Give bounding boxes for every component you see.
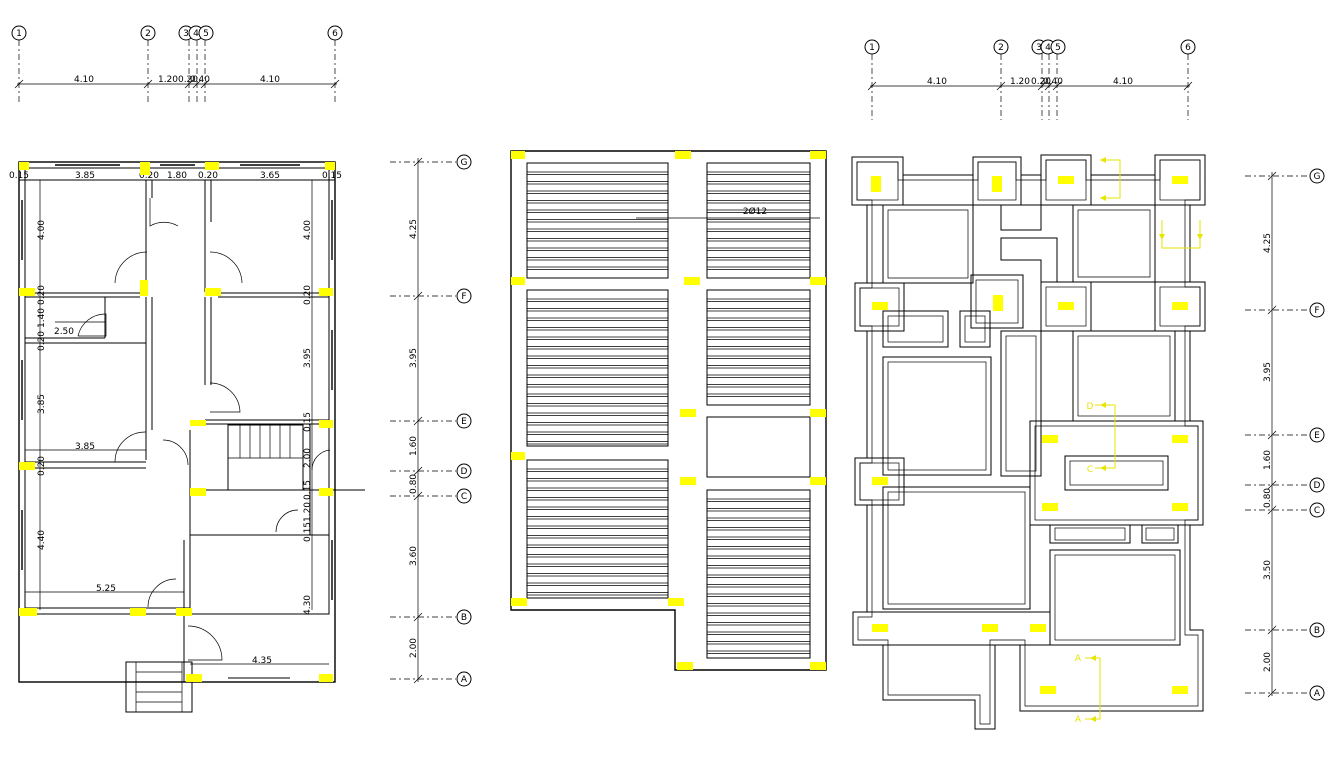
axis-left-g: G: [461, 158, 468, 168]
plan3-dim-d: 0.40: [1043, 77, 1063, 87]
plan1-dim-b: 1.20: [158, 75, 178, 85]
plan1-columns: [19, 162, 335, 682]
plan1-top-dimensions: 4.10 1.20 0.20 0.40 4.10: [14, 75, 340, 89]
plan1-doors: [77, 198, 331, 661]
axis-right-f: F: [1314, 306, 1319, 316]
plan1-right-dim-4: 2.00: [303, 448, 313, 468]
plan1-room-dim-1: 3.85: [75, 171, 95, 181]
ground-floor-plan: 1 2 3 4 5 6 4.10 1.20 0.20 0.40 4.: [9, 25, 365, 713]
plan1-grid-6: 6: [332, 29, 338, 39]
plan1-left-dim-5: 0.20: [37, 456, 47, 476]
axis-right-dim-3: 0.80: [1263, 488, 1273, 508]
plan1-grid-bubbles: 1 2 3 4 5 6: [11, 25, 343, 105]
section-mark-a: A: [1075, 654, 1082, 664]
axis-right-b: B: [1314, 626, 1320, 636]
plan3-columns: [871, 176, 1188, 694]
axis-left-dim-5: 2.00: [409, 638, 419, 658]
plan1-inner-dim-3: 4.35: [252, 656, 272, 666]
plan1-right-dim-5: 0.15: [303, 480, 313, 500]
axis-right-dim-5: 2.00: [1263, 652, 1273, 672]
plan3-footings: [851, 154, 1206, 730]
axis-right-g: G: [1314, 172, 1321, 182]
plan1-inner-dim-2: 5.25: [96, 584, 116, 594]
rebar-label: 2Ø12: [743, 206, 767, 217]
axis-right-dim-4: 3.50: [1263, 560, 1273, 580]
plan1-grid-1: 1: [16, 29, 22, 39]
axis-left-f: F: [461, 292, 466, 302]
axis-left-b: B: [461, 613, 467, 623]
plan1-dim-c: 0.20: [178, 75, 198, 85]
axis-right-dim-1: 3.95: [1263, 362, 1273, 382]
axis-column-right: G F E D C B A 4.25 3.95 1.60 0.80 3.50 2…: [1245, 168, 1325, 701]
axis-column-left: G F E D C B A 4.25 3.95 1.60 0.80 3.60 2…: [390, 154, 472, 687]
section-mark-c: C: [1087, 465, 1093, 475]
plan1-grid-5: 5: [203, 29, 209, 39]
plan3-grid-5: 5: [1055, 43, 1061, 53]
plan3-grid-1: 1: [869, 43, 875, 53]
plan3-grid-4: 4: [1045, 43, 1051, 53]
axis-right-dim-0: 4.25: [1263, 233, 1273, 253]
plan1-left-dim-4: 3.85: [37, 394, 47, 414]
plan1-right-dim-1: 0.20: [303, 285, 313, 305]
axis-right-c: C: [1314, 506, 1320, 516]
plan1-room-dim-6: 0.15: [322, 171, 342, 181]
axis-right-dim-2: 1.60: [1263, 450, 1273, 470]
plan1-inner-dimensions: 0.15 3.85 0.20 1.80 0.20 3.65 0.15 4.00 …: [9, 171, 342, 666]
slab-plan: 2Ø12: [510, 150, 827, 671]
axis-left-d: D: [461, 467, 468, 477]
axis-right-a: A: [1314, 689, 1321, 699]
plan1-grid-4: 4: [193, 29, 199, 39]
plan1-left-dim-2: 1.40: [37, 308, 47, 328]
plan1-grid-3: 3: [183, 29, 189, 39]
plan3-dim-c: 0.20: [1031, 77, 1051, 87]
plan1-right-dim-2: 3.95: [303, 348, 313, 368]
section-mark-a2: A: [1075, 715, 1082, 725]
plan3-dim-b: 1.20: [1010, 77, 1030, 87]
axis-left-dim-2: 1.60: [409, 436, 419, 456]
axis-left-dim-3: 0.80: [409, 474, 419, 494]
plan1-stair: [125, 424, 304, 713]
plan1-inner-dim-0: 2.50: [54, 327, 74, 337]
plan1-right-dim-0: 4.00: [303, 220, 313, 240]
plan1-left-dim-3: 0.20: [37, 331, 47, 351]
axis-left-e: E: [461, 417, 467, 427]
plan3-grid-3: 3: [1036, 43, 1042, 53]
plan1-left-dim-1: 0.20: [37, 285, 47, 305]
plan1-right-dim-8: 4.30: [303, 595, 313, 615]
plan3-grid-2: 2: [998, 43, 1004, 53]
plan1-room-dim-2: 0.20: [139, 171, 159, 181]
plan1-room-dim-0: 0.15: [9, 171, 29, 181]
plan3-dim-e: 4.10: [1113, 77, 1133, 87]
plan3-dim-a: 4.10: [927, 77, 947, 87]
plan3-section-marks: D C A A: [1075, 157, 1203, 725]
plan1-room-dim-4: 0.20: [198, 171, 218, 181]
plan1-dim-d: 0.40: [190, 75, 210, 85]
axis-left-c: C: [461, 492, 467, 502]
plan1-dim-e: 4.10: [260, 75, 280, 85]
slab-ribs: [527, 171, 810, 654]
plan3-top-dimensions: 4.10 1.20 0.20 0.40 4.10: [867, 77, 1193, 91]
plan1-grid-2: 2: [145, 29, 151, 39]
axis-left-dim-4: 3.60: [409, 546, 419, 566]
plan3-grid-6: 6: [1185, 43, 1191, 53]
plan1-room-dim-5: 3.65: [260, 171, 280, 181]
plan1-room-dim-3: 1.80: [167, 171, 187, 181]
axis-left-dim-0: 4.25: [409, 219, 419, 239]
foundation-plan: 1 2 3 4 5 6 4.10 1.20 0.20 0.40 4.10: [851, 39, 1206, 730]
plan3-grid-bubbles: 1 2 3 4 5 6: [864, 39, 1196, 120]
plan1-inner-dim-1: 3.85: [75, 442, 95, 452]
axis-right-e: E: [1314, 431, 1320, 441]
axis-left-a: A: [461, 675, 468, 685]
plan1-left-dim-6: 4.40: [37, 530, 47, 550]
plan1-right-dim-7: 0.15: [303, 522, 313, 542]
slab-columns: [511, 151, 826, 670]
plan1-right-dim-3: 0.15: [303, 412, 313, 432]
section-mark-d: D: [1087, 402, 1094, 412]
axis-right-d: D: [1314, 481, 1321, 491]
plan1-left-dim-0: 4.00: [37, 220, 47, 240]
axis-left-dim-1: 3.95: [409, 348, 419, 368]
plan1-dim-a: 4.10: [74, 75, 94, 85]
plan1-right-dim-6: 1.20: [303, 502, 313, 522]
